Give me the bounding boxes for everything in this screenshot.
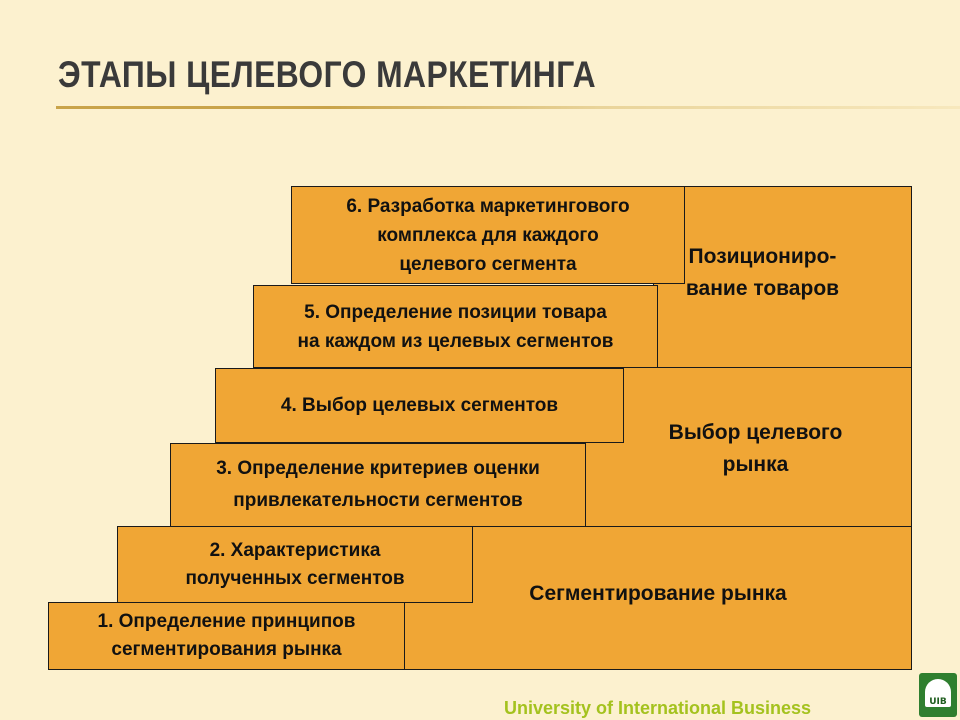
step-5-label: 5. Определение позиции товара на каждом … — [297, 301, 614, 352]
group-positioning-label: Позициониро- вание товаров — [685, 244, 840, 300]
step-4-box: 4. Выбор целевых сегментов — [215, 368, 624, 443]
step-2-box: 2. Характеристика полученных сегментов — [117, 526, 473, 603]
group-segmentation-box: Сегментирование рынка — [402, 526, 912, 670]
footer-university-name: University of International Business — [504, 698, 812, 718]
group-targeting-label: Выбор целевого рынка — [668, 421, 843, 476]
group-positioning-box: Позициониро- вание товаров — [653, 186, 912, 369]
title-underline — [56, 106, 960, 109]
group-targeting-box: Выбор целевого рынка — [585, 367, 912, 527]
step-3-label: 3. Определение критериев оценки привлека… — [216, 458, 540, 511]
group-segmentation-label: Сегментирование рынка — [529, 582, 787, 605]
step-1-box: 1. Определение принципов сегментирования… — [48, 602, 405, 670]
step-3-box: 3. Определение критериев оценки привлека… — [170, 443, 586, 527]
step-6-box: 6. Разработка маркетингового комплекса д… — [291, 186, 685, 284]
logo-arch-icon — [925, 679, 951, 707]
step-4-label: 4. Выбор целевых сегментов — [280, 395, 559, 416]
step-5-box: 5. Определение позиции товара на каждом … — [253, 285, 658, 368]
step-2-label: 2. Характеристика полученных сегментов — [185, 539, 405, 589]
step-1-label: 1. Определение принципов сегментирования… — [97, 611, 356, 660]
step-6-label: 6. Разработка маркетингового комплекса д… — [346, 195, 630, 275]
page-title: ЭТАПЫ ЦЕЛЕВОГО МАРКЕТИНГА — [58, 54, 597, 95]
logo-text: UIB — [929, 697, 947, 707]
university-logo: UIB — [919, 673, 957, 717]
